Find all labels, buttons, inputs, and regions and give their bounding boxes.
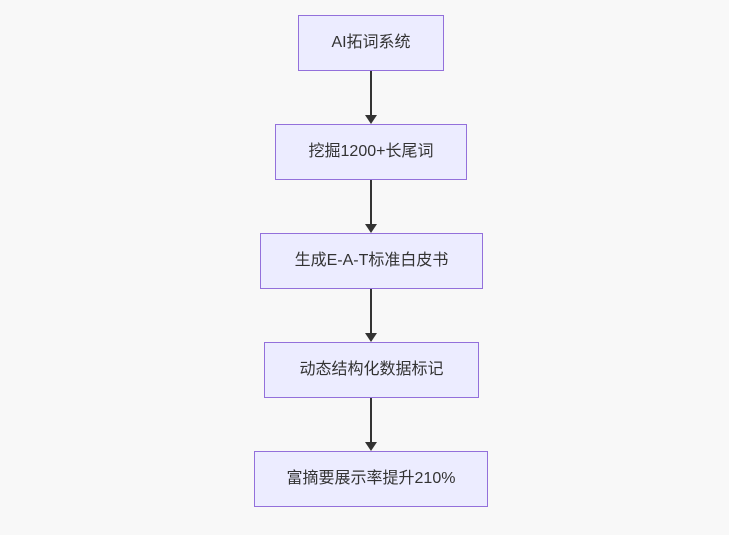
flow-node: 挖掘1200+长尾词 bbox=[275, 124, 467, 180]
arrow-head-icon bbox=[365, 333, 377, 342]
flow-arrow bbox=[365, 180, 377, 233]
flow-node: AI拓词系统 bbox=[298, 15, 444, 71]
flow-node-label: AI拓词系统 bbox=[331, 34, 411, 52]
arrow-head-icon bbox=[365, 224, 377, 233]
flow-arrow bbox=[365, 289, 377, 342]
flow-node-label: 富摘要展示率提升210% bbox=[286, 470, 456, 488]
flow-node-label: 生成E-A-T标准白皮书 bbox=[294, 252, 449, 270]
flow-node-label: 挖掘1200+长尾词 bbox=[308, 143, 434, 161]
arrow-head-icon bbox=[365, 442, 377, 451]
flow-node-label: 动态结构化数据标记 bbox=[299, 361, 444, 379]
flow-node: 生成E-A-T标准白皮书 bbox=[260, 233, 483, 289]
flow-node: 动态结构化数据标记 bbox=[264, 342, 479, 398]
arrow-head-icon bbox=[365, 115, 377, 124]
flow-arrow bbox=[365, 398, 377, 451]
flow-node: 富摘要展示率提升210% bbox=[254, 451, 488, 507]
arrow-line bbox=[370, 398, 372, 443]
flow-arrow bbox=[365, 71, 377, 124]
arrow-line bbox=[370, 180, 372, 225]
arrow-line bbox=[370, 71, 372, 116]
arrow-line bbox=[370, 289, 372, 334]
